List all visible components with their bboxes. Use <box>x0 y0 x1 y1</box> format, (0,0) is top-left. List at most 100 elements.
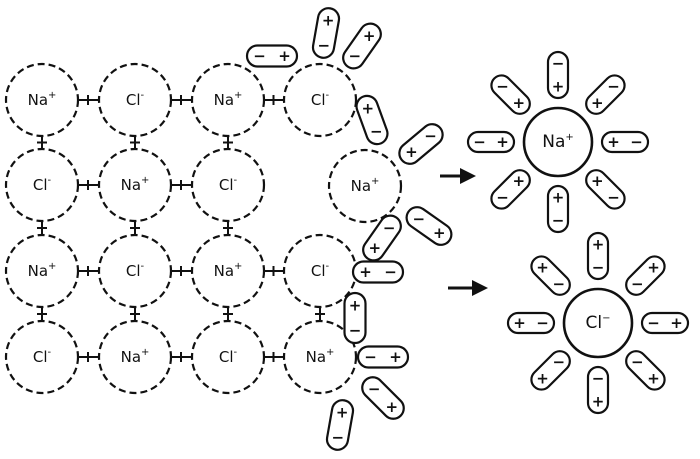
ion-circle <box>97 62 173 138</box>
lattice-ion-sodium: Na+ <box>190 62 266 138</box>
water-molecule: +− <box>398 123 444 165</box>
ion-label: Cl- <box>33 175 52 194</box>
lattice-ion-sodium: Na+ <box>97 319 173 395</box>
ion-circle <box>4 233 80 309</box>
lattice-ion-chloride: Cl- <box>190 319 266 395</box>
ion-label: Na+ <box>214 261 243 280</box>
negative-pole: − <box>253 47 266 65</box>
positive-pole: + <box>647 258 660 276</box>
ion-label: Na+ <box>28 90 57 109</box>
negative-pole: − <box>383 219 396 237</box>
water-capsule <box>362 214 402 262</box>
water-capsule <box>506 311 556 335</box>
positive-pole: + <box>405 143 418 161</box>
positive-pole: + <box>336 404 349 422</box>
water-molecules: −+−+−++−+−−++−+−+−−+−+−+ <box>245 7 453 451</box>
ionic-lattice: Na+ Cl- Na+ Cl- Cl- Na+ Cl- Na+ Cl- Na+ Cl- Cl- Na+ C… <box>4 62 358 395</box>
lattice-ion-sodium: Na+ <box>4 62 80 138</box>
ion-label: Cl- <box>311 261 330 280</box>
water-molecule: +− <box>343 291 367 345</box>
ion-label: Cl- <box>126 261 145 280</box>
water-molecule: +− <box>625 255 666 296</box>
water-capsule <box>398 123 444 165</box>
positive-pole: + <box>433 224 446 242</box>
water-capsule <box>625 350 666 391</box>
lattice-ion-chloride: Cl- <box>282 62 358 138</box>
ion-circle <box>282 62 358 138</box>
ion-label: Cl- <box>126 90 145 109</box>
water-capsule <box>546 50 570 100</box>
water-molecule: −+ <box>585 74 626 115</box>
water-molecule: +− <box>586 365 610 415</box>
negative-pole: − <box>552 275 565 293</box>
ion-label: Na+ <box>121 347 150 366</box>
ion-label: Na+ <box>28 261 57 280</box>
negative-pole: − <box>631 275 644 293</box>
lattice-bonds <box>37 95 325 362</box>
water-molecule: +− <box>530 350 571 391</box>
positive-pole: + <box>552 189 565 207</box>
arrow-head <box>472 280 488 296</box>
ion-circle <box>327 148 403 224</box>
water-molecule: +− <box>351 260 405 284</box>
arrow <box>448 280 488 296</box>
lattice-ion-chloride: Cl- <box>282 233 358 309</box>
water-capsule <box>311 7 341 59</box>
negative-pole: − <box>552 353 565 371</box>
water-molecule: +− <box>362 214 402 262</box>
negative-pole: − <box>368 380 381 398</box>
ion-circle <box>97 319 173 395</box>
negative-pole: − <box>349 47 362 65</box>
water-capsule <box>342 22 382 70</box>
water-capsule <box>325 399 355 451</box>
ion-circle <box>4 319 80 395</box>
positive-pole: + <box>591 94 604 112</box>
ion-circle <box>4 147 80 223</box>
water-molecule: −+ <box>585 169 626 210</box>
water-molecule: +− <box>586 231 610 281</box>
negative-pole: − <box>552 212 565 230</box>
hydrated-ion-label: Na+ <box>542 132 574 152</box>
negative-pole: − <box>364 348 377 366</box>
water-molecule: +− <box>625 350 666 391</box>
hydrated-ions: Na+−+−+−+−+−+−+−+−+Cl−+−+−+−+−+−+−+−+− <box>466 50 690 415</box>
water-capsule <box>245 44 299 68</box>
ion-circle <box>190 319 266 395</box>
ion-label: Cl- <box>33 347 52 366</box>
lattice-ion-chloride: Cl- <box>4 147 80 223</box>
lattice-ion-chloride: Cl- <box>97 233 173 309</box>
ion-label: Cl- <box>219 347 238 366</box>
hydrated-sodium-ion: Na+−+−+−+−+−+−+−+−+ <box>466 50 650 234</box>
water-capsule <box>586 365 610 415</box>
ion-circle <box>522 106 594 178</box>
water-molecule: −+ <box>361 376 405 420</box>
lattice-ion-sodium: Na+ <box>190 233 266 309</box>
negative-pole: − <box>552 55 565 73</box>
negative-pole: − <box>496 189 509 207</box>
positive-pole: + <box>536 258 549 276</box>
negative-pole: − <box>647 314 660 332</box>
ion-label: Na+ <box>121 175 150 194</box>
negative-pole: − <box>424 127 437 145</box>
negative-pole: − <box>332 428 345 446</box>
ion-label: Cl- <box>311 90 330 109</box>
water-molecule: −+ <box>490 169 531 210</box>
negative-pole: − <box>384 263 397 281</box>
water-capsule <box>351 260 405 284</box>
water-capsule <box>361 376 405 420</box>
positive-pole: + <box>512 94 525 112</box>
reaction-arrows <box>440 168 488 296</box>
water-molecule: −+ <box>466 130 516 154</box>
lattice-ion-chloride: Cl- <box>190 147 266 223</box>
water-molecule: −+ <box>245 44 299 68</box>
negative-pole: − <box>592 370 605 388</box>
negative-pole: − <box>607 189 620 207</box>
negative-pole: − <box>473 133 486 151</box>
water-capsule <box>530 350 571 391</box>
water-molecule: −+ <box>600 130 650 154</box>
ion-label: Cl- <box>219 175 238 194</box>
water-capsule <box>466 130 516 154</box>
ion-circle <box>562 287 634 359</box>
lattice-ion-sodium: Na+ <box>97 147 173 223</box>
lattice-ion-chloride: Cl- <box>4 319 80 395</box>
